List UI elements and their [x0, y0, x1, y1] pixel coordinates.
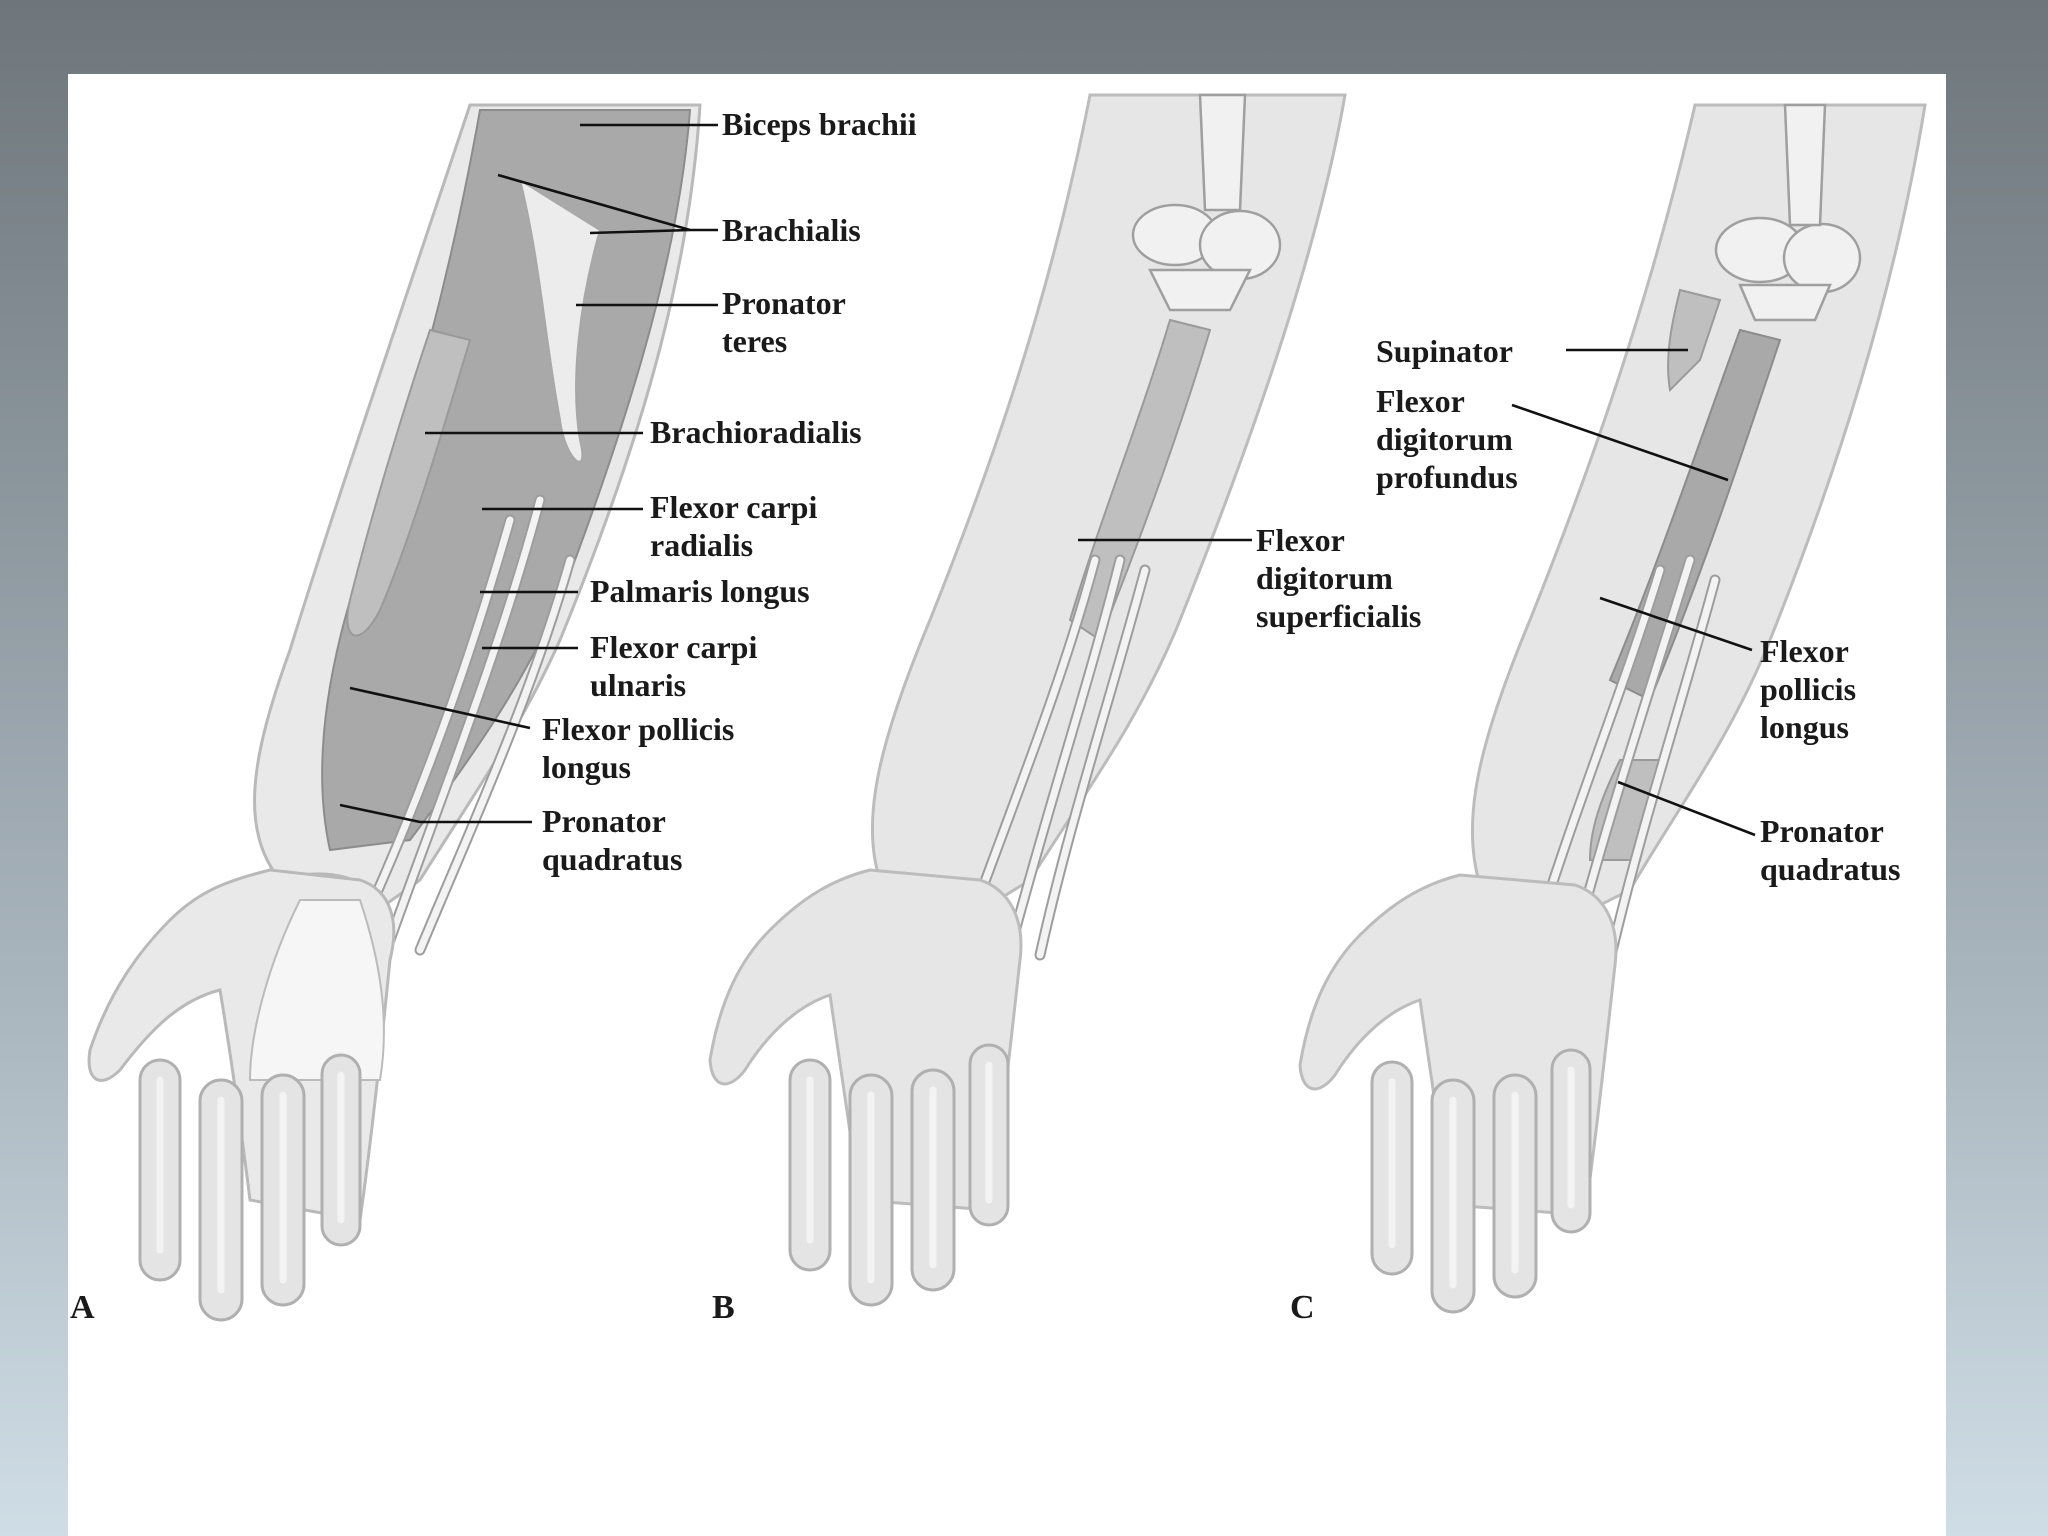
label-pronator-teres: Pronator teres: [722, 285, 853, 359]
label-brachioradialis: Brachioradialis: [650, 414, 862, 450]
panel-a-leaders: [339, 123, 718, 824]
panel-letter-b: B: [712, 1289, 735, 1326]
label-flexor-pollicis-longus-c: Flexor pollicis longus: [1760, 633, 1864, 745]
leader-brachialis-2: [589, 228, 691, 235]
label-palmaris-longus: Palmaris longus: [590, 573, 810, 609]
leader-flexor-pollicis-longus-a: [349, 686, 531, 730]
label-pronator-quadratus-a: Pronator quadratus: [542, 803, 683, 877]
panel-letter-a: A: [70, 1289, 95, 1326]
panel-a-labels: Biceps brachii Brachialis Pronator teres…: [542, 106, 917, 877]
label-pronator-quadratus-c: Pronator quadratus: [1760, 813, 1901, 887]
leader-flexor-pollicis-longus-c: [1599, 596, 1753, 652]
panel-c-illustration: [1298, 103, 1927, 1314]
label-flexor-carpi-ulnaris: Flexor carpi ulnaris: [590, 629, 765, 703]
panel-letter-c: C: [1290, 1289, 1315, 1326]
label-flexor-pollicis-longus-a: Flexor pollicis longus: [542, 711, 742, 785]
leader-pronator-quadratus-c: [1617, 780, 1756, 837]
panel-c-labels: Supinator Flexor digitorum profundus Fle…: [1376, 333, 1901, 887]
label-flexor-digitorum-superficialis: Flexor digitorum superficialis: [1256, 522, 1421, 634]
panel-b-illustration: [708, 93, 1347, 1307]
label-biceps-brachii: Biceps brachii: [722, 106, 917, 142]
label-brachialis: Brachialis: [722, 212, 861, 248]
label-supinator: Supinator: [1376, 333, 1513, 369]
label-flexor-digitorum-profundus: Flexor digitorum profundus: [1376, 383, 1521, 495]
panel-a-illustration: [87, 103, 702, 1322]
panel-c-leaders: [1511, 348, 1756, 837]
leader-pronator-quadratus-a: [339, 803, 532, 824]
leader-flexor-digitorum-profundus: [1511, 403, 1729, 482]
label-flexor-carpi-radialis: Flexor carpi radialis: [650, 489, 825, 563]
